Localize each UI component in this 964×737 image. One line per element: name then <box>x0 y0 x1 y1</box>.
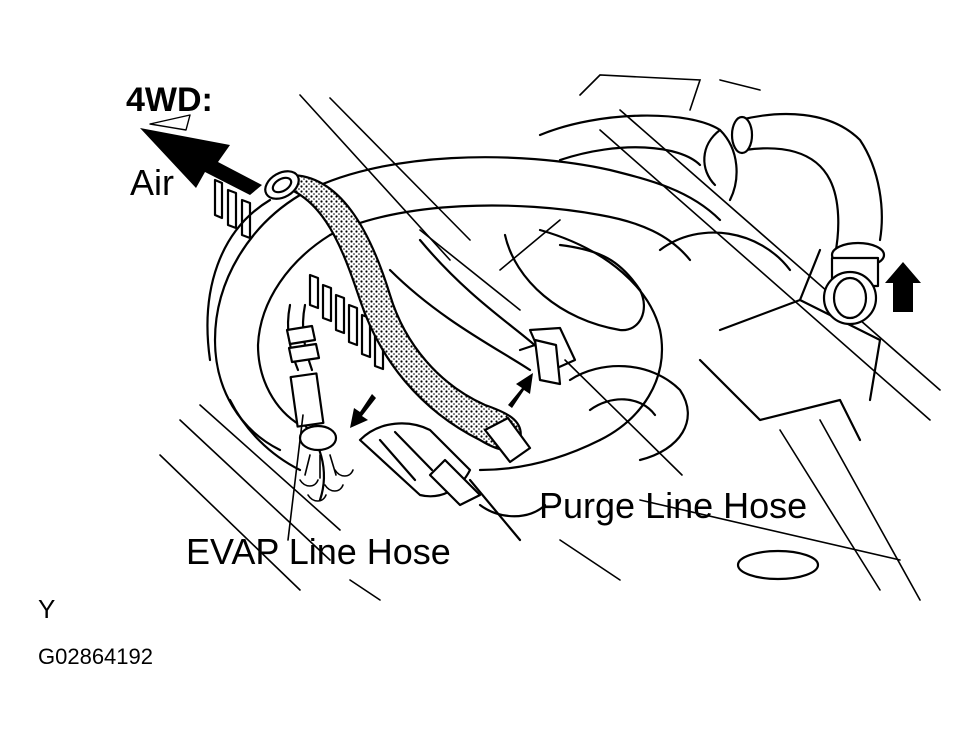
variant-label: 4WD: <box>126 81 213 119</box>
evap-line-hose <box>285 303 354 502</box>
figure-code: G02864192 <box>38 644 153 669</box>
up-arrow-right <box>885 262 921 312</box>
engine-outline <box>159 74 941 601</box>
purge-line-hose <box>264 170 532 464</box>
air-label: Air <box>130 162 174 203</box>
evap-line-hose-label: EVAP Line Hose <box>186 531 451 572</box>
loop-hose <box>213 114 738 452</box>
elbow-pipe <box>730 112 886 326</box>
leader-lines <box>287 359 683 541</box>
hose-clamp <box>518 326 577 386</box>
vsv-fitting <box>358 422 482 507</box>
up-arrow-clamp <box>508 373 533 408</box>
flow-arrows <box>140 114 921 428</box>
corner-letter: Y <box>38 594 55 624</box>
air-inlet-arrow <box>140 128 262 195</box>
down-arrow-evap <box>350 394 376 428</box>
fins <box>213 178 385 371</box>
purge-line-hose-label: Purge Line Hose <box>539 485 807 526</box>
